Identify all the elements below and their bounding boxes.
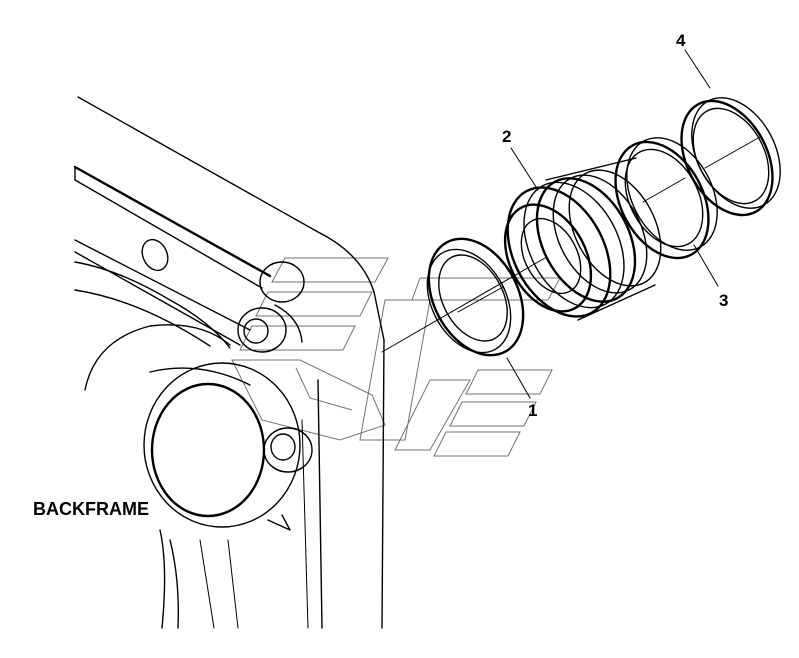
part-4-ring <box>680 97 781 217</box>
leader-line-3 <box>693 244 719 287</box>
leader-lines <box>506 49 719 399</box>
callout-3: 3 <box>719 291 728 310</box>
backframe-label: BACKFRAME <box>33 499 149 519</box>
callout-2: 2 <box>502 127 511 146</box>
callout-4: 4 <box>676 31 686 50</box>
part-2-piston <box>503 157 662 321</box>
part-3-ring <box>614 137 718 260</box>
leader-line-2 <box>510 147 539 191</box>
assembly-axis-line <box>381 136 761 353</box>
leader-line-1 <box>506 357 531 399</box>
callout-1: 1 <box>528 401 537 420</box>
backframe-casting <box>73 96 385 629</box>
part-1-ring <box>426 237 525 357</box>
leader-line-4 <box>684 49 711 89</box>
watermark-logo <box>231 257 561 457</box>
